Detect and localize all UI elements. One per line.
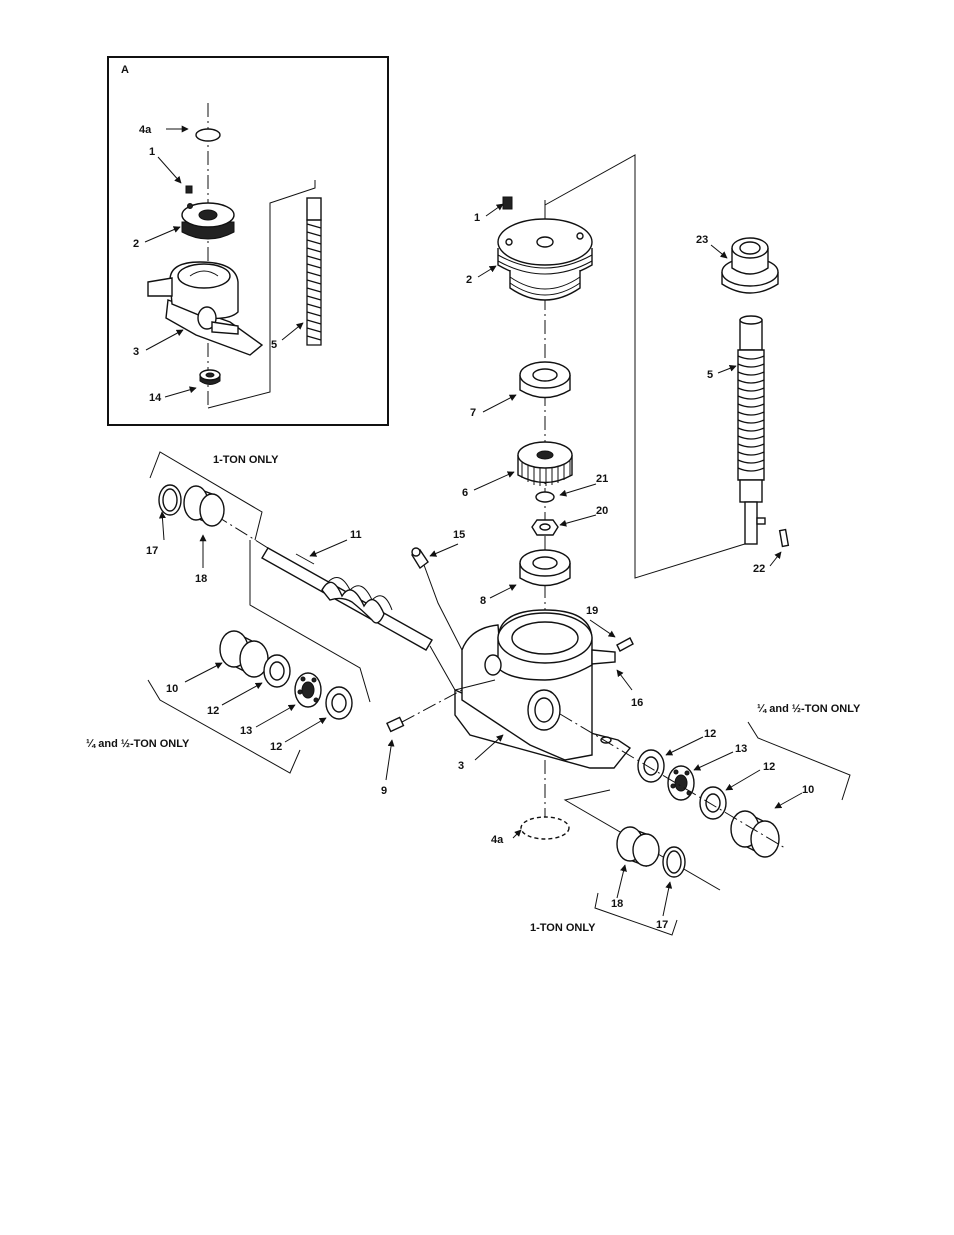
label-17-bottom: 17	[656, 919, 668, 931]
washer-4a	[520, 816, 570, 840]
inset-label-3: 3	[133, 346, 139, 358]
label-10-right: 10	[802, 784, 814, 796]
cotter-pin	[778, 528, 790, 548]
inset-label-2: 2	[133, 238, 139, 250]
label-8: 8	[480, 595, 486, 607]
bearing-lower	[519, 549, 571, 587]
label-5: 5	[707, 369, 713, 381]
label-18-top: 18	[195, 573, 207, 585]
thrust-bearing-right	[667, 765, 695, 801]
label-21: 21	[596, 473, 608, 485]
set-screw-side	[386, 716, 405, 733]
label-10-left: 10	[166, 683, 178, 695]
bearing-upper	[519, 361, 571, 399]
retaining-ring-top	[158, 484, 182, 516]
label-12-left-b: 12	[270, 741, 282, 753]
grease-fitting	[411, 547, 429, 570]
inset-label-5: 5	[271, 339, 277, 351]
label-4a: 4a	[491, 834, 504, 846]
worm-gear	[517, 441, 573, 486]
label-20: 20	[596, 505, 608, 517]
bushing-inset	[199, 369, 221, 385]
inset-title: A	[121, 64, 129, 76]
washer-left-b	[325, 686, 353, 720]
label-18-bottom: 18	[611, 898, 623, 910]
label-11: 11	[350, 529, 362, 541]
cap-inset	[181, 202, 235, 240]
label-2: 2	[466, 274, 472, 286]
washer-left-a	[263, 654, 291, 688]
label-17-top: 17	[146, 545, 158, 557]
washer-right-a	[637, 749, 665, 783]
cap	[497, 218, 593, 301]
label-12-left-a: 12	[207, 705, 219, 717]
inset-a-panel: A	[107, 56, 389, 426]
label-13-right: 13	[735, 743, 747, 755]
main-assembly: 1 2 23 5 7 6 21 20 8 22 11 15 19 16 17 1…	[86, 154, 861, 936]
note-1-ton-bottom: 1-TON ONLY	[530, 922, 596, 934]
set-screw	[502, 196, 513, 210]
bushing-left	[219, 630, 269, 678]
set-screw-inset	[185, 185, 193, 194]
bushing-top	[183, 485, 225, 527]
label-12-right-b: 12	[763, 761, 775, 773]
washer-4a-inset	[195, 128, 221, 142]
housing-inset	[147, 261, 264, 356]
lift-screw	[737, 315, 766, 545]
screw-small	[616, 637, 634, 652]
label-19: 19	[586, 605, 598, 617]
label-1: 1	[474, 212, 480, 224]
nut	[531, 519, 559, 536]
inset-label-14: 14	[149, 392, 162, 404]
lift-screw-nut	[721, 237, 779, 294]
lock-washer	[535, 491, 555, 503]
label-22: 22	[753, 563, 765, 575]
label-9: 9	[381, 785, 387, 797]
lift-screw-inset	[306, 197, 322, 346]
washer-right-b	[699, 786, 727, 820]
inset-label-4a: 4a	[139, 124, 152, 136]
label-15: 15	[453, 529, 465, 541]
note-1-ton-top: 1-TON ONLY	[213, 454, 279, 466]
label-6: 6	[462, 487, 468, 499]
bushing-right	[730, 810, 780, 858]
label-16: 16	[631, 697, 643, 709]
label-3: 3	[458, 760, 464, 772]
retaining-ring-bottom	[662, 846, 686, 878]
label-13-left: 13	[240, 725, 252, 737]
housing	[454, 609, 632, 769]
inset-label-1: 1	[149, 146, 155, 158]
worm-shaft	[261, 547, 433, 651]
label-12-right-a: 12	[704, 728, 716, 740]
thrust-bearing-left	[294, 672, 322, 708]
note-quarter-half-right: ¼ and ½-TON ONLY	[757, 703, 861, 715]
bushing-bottom	[616, 826, 660, 868]
label-7: 7	[470, 407, 476, 419]
label-23: 23	[696, 234, 708, 246]
note-quarter-half-left: ¼ and ½-TON ONLY	[86, 738, 190, 750]
